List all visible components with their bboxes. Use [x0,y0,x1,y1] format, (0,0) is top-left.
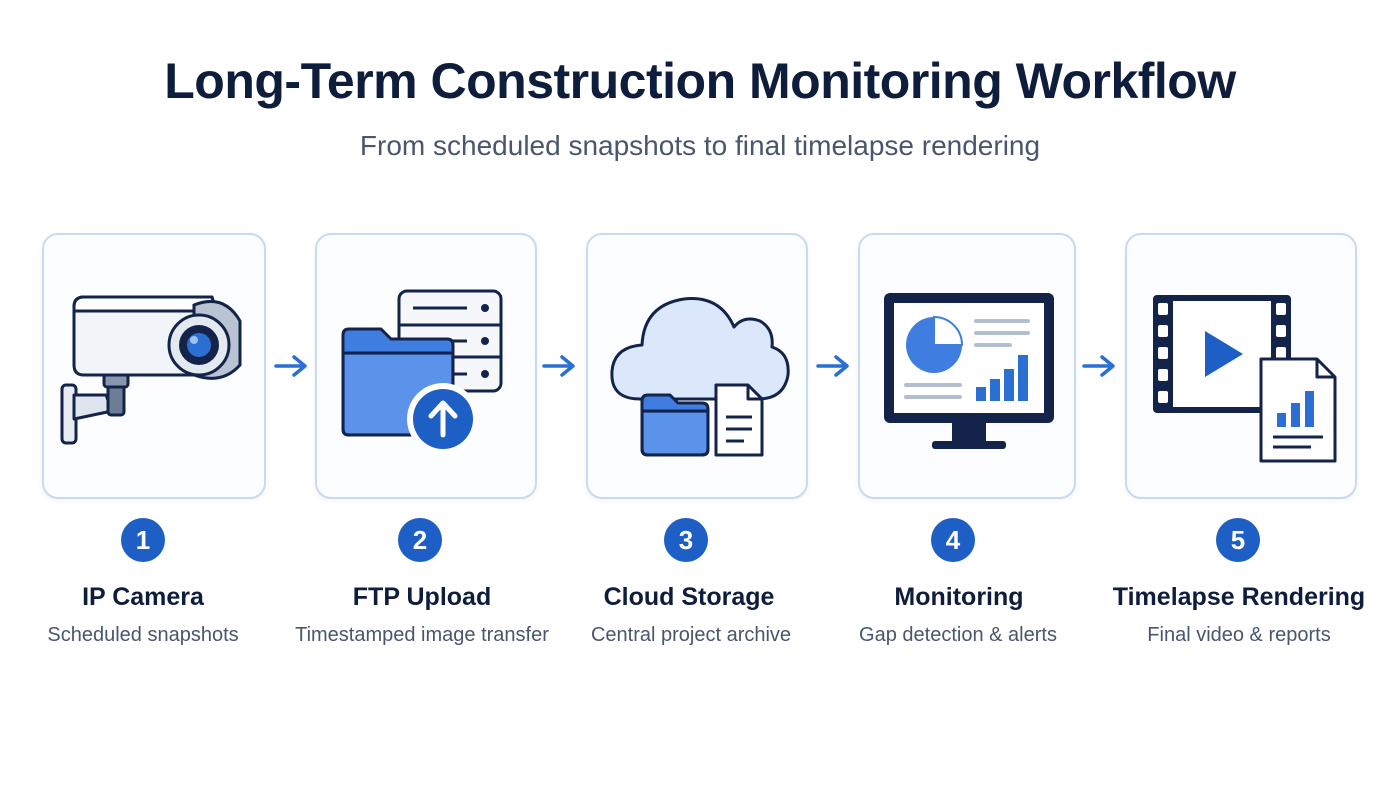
step-title: FTP Upload [352,583,492,611]
step-number-badge: 1 [121,518,165,562]
folder-upload-server-icon [341,289,503,455]
step-card-monitoring [858,233,1076,499]
step-number-badge: 3 [664,518,708,562]
step-title: Monitoring [894,583,1024,611]
page-subtitle: From scheduled snapshots to final timela… [359,130,1041,161]
step-description: Scheduled snapshots [47,624,239,646]
step-title: Cloud Storage [603,583,775,611]
step-card-cloud-storage [586,233,808,499]
step-description: Timestamped image transfer [295,624,549,646]
monitor-dashboard-icon [884,293,1054,449]
cloud-folder-document-icon [610,297,790,457]
step-description: Central project archive [590,624,792,646]
step-number-badge: 2 [398,518,442,562]
flow-arrow-4 [1082,355,1115,377]
flow-arrow-2 [542,355,575,377]
step-number-badge: 5 [1216,518,1260,562]
step-card-ftp-upload [315,233,537,499]
step-card-timelapse-rendering [1125,233,1357,499]
security-camera-icon [60,295,242,445]
flow-arrow-3 [816,355,849,377]
film-report-icon [1153,295,1337,463]
step-number-badge: 4 [931,518,975,562]
step-description: Final video & reports [1147,624,1331,646]
page-title: Long-Term Construction Monitoring Workfl… [164,53,1236,109]
flow-arrow-1 [274,355,307,377]
step-title: Timelapse Rendering [1112,583,1366,611]
step-card-ip-camera [42,233,266,499]
step-title: IP Camera [82,583,204,611]
step-description: Gap detection & alerts [859,624,1057,646]
